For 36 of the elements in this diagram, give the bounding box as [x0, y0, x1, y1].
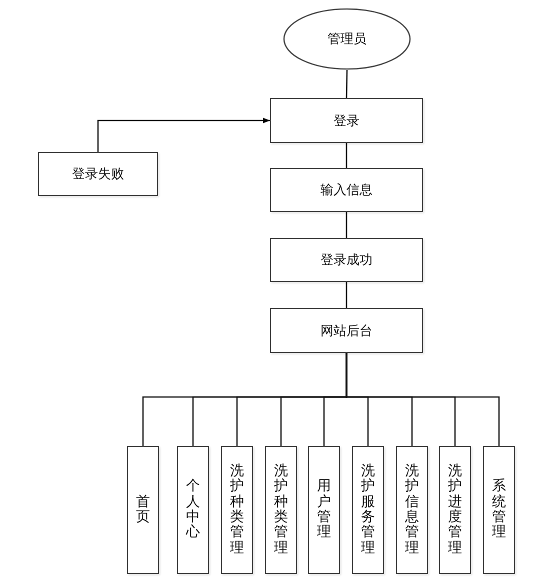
module-box: [483, 446, 515, 574]
node-label: 管理员: [328, 31, 366, 48]
node-label: 洗护种类管理: [274, 464, 288, 556]
connector-line: [346, 212, 348, 238]
process-box: [270, 238, 423, 282]
node-label: 登录失败: [72, 166, 124, 183]
node-label: 个人中心: [186, 479, 200, 541]
arrow: [97, 118, 270, 152]
process-box: [270, 98, 423, 143]
node-label: 网站后台: [320, 322, 372, 340]
process-box: [270, 168, 423, 212]
connector-line: [346, 282, 348, 308]
module-box: [265, 446, 297, 574]
node-label: 输入信息: [320, 182, 372, 199]
node-label: 登录成功: [320, 252, 372, 269]
module-box: [221, 446, 253, 574]
node-label: 洗护信息管理: [405, 464, 419, 556]
node-label: 洗护服务管理: [361, 464, 375, 556]
node-label: 洗护种类管理: [230, 464, 244, 556]
node-label: 用户管理: [317, 479, 331, 541]
node-label: 首页: [136, 494, 150, 526]
node-label: 登录: [334, 112, 360, 130]
process-box: [38, 152, 158, 196]
module-box: [127, 446, 159, 574]
module-box: [439, 446, 471, 574]
node-label: 洗护进度管理: [448, 464, 462, 556]
node-label: 系统管理: [492, 479, 506, 541]
process-box: [270, 308, 423, 353]
start-ellipse: [283, 8, 411, 70]
module-box: [308, 446, 340, 574]
module-box: [396, 446, 428, 574]
connector-line: [346, 353, 500, 446]
connector-line: [346, 70, 348, 98]
module-box: [177, 446, 209, 574]
module-box: [352, 446, 384, 574]
connector-line: [346, 143, 348, 168]
